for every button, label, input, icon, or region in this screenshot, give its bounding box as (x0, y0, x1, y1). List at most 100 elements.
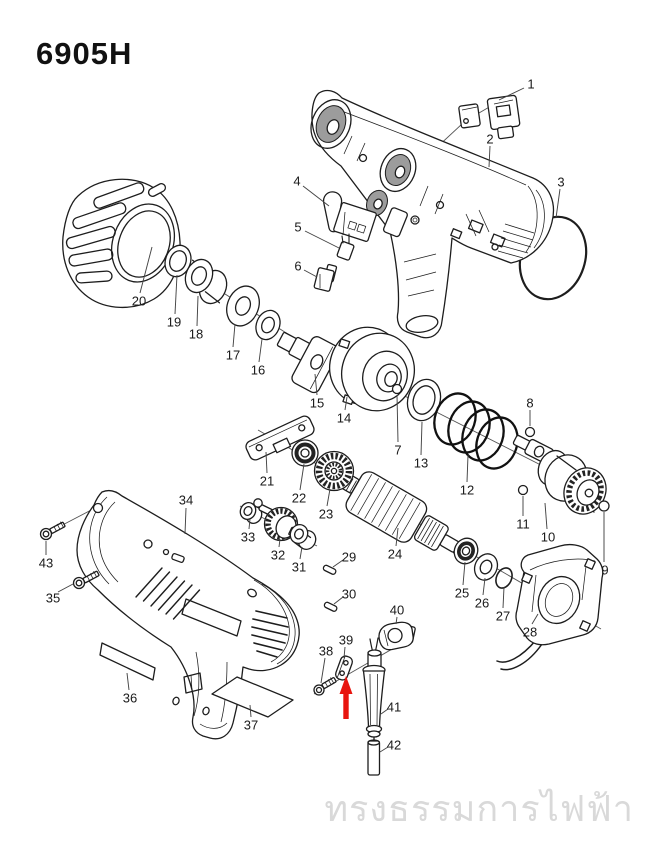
part-label-13: 13 (414, 456, 428, 471)
part-label-16: 16 (251, 363, 265, 378)
leader-line-part-2 (488, 145, 491, 168)
part-label-6: 6 (294, 259, 301, 274)
part-label-10: 10 (541, 530, 555, 545)
part-label-21: 21 (260, 474, 274, 489)
leader-line-part-6 (303, 269, 318, 278)
part-43-screw (39, 521, 66, 541)
part-40-cord-clamp (378, 621, 416, 651)
part-8-ball (524, 426, 536, 438)
part-label-27: 27 (496, 609, 510, 624)
part-label-11: 11 (516, 517, 530, 532)
part-39-clamp-plate (335, 655, 353, 681)
part-29-pin (322, 564, 337, 575)
leader-line-part-16 (258, 338, 263, 363)
part-20-cap (62, 178, 181, 309)
leader-line-part-20 (139, 246, 153, 294)
leader-line-part-29 (332, 559, 344, 568)
part-22-bearing (291, 439, 319, 467)
leader-line-part-21 (265, 451, 268, 474)
leader-line-part-18 (196, 295, 199, 327)
part-16-washer (255, 309, 281, 341)
part-4-switch (322, 191, 377, 242)
leader-line-part-38 (320, 657, 326, 684)
leader-line-part-5 (304, 230, 340, 249)
leader-line-part-19 (174, 274, 178, 315)
part-label-28: 28 (523, 625, 537, 640)
part-21-bracket (245, 415, 315, 461)
leader-line-part-22 (299, 463, 305, 491)
part-label-33: 33 (241, 530, 255, 545)
leader-line-part-39 (343, 646, 346, 659)
part-31-sleeve (289, 524, 317, 550)
part-15-anvil (276, 331, 340, 394)
part-23-fan-gear (313, 450, 355, 492)
part-10-spindle (512, 434, 607, 515)
part-label-18: 18 (189, 327, 203, 342)
part-label-5: 5 (294, 220, 301, 235)
leader-line-part-31 (299, 546, 303, 560)
leader-line-part-3 (555, 188, 561, 219)
part-label-8: 8 (526, 396, 533, 411)
part-18-spacer (184, 258, 228, 305)
leader-line-part-35 (57, 583, 74, 593)
part-11-ball (517, 484, 529, 496)
part-30-pin (323, 601, 338, 612)
part-label-37: 37 (244, 718, 258, 733)
highlight-arrow (339, 676, 353, 719)
leader-line-part-33 (248, 518, 251, 530)
leader-line-part-25 (462, 561, 466, 586)
part-7-ball (391, 383, 403, 395)
leader-line-part-30 (333, 596, 344, 605)
part-label-7: 7 (394, 443, 401, 458)
part-28-field-stator (496, 543, 604, 671)
part-label-41: 41 (387, 700, 401, 715)
part-2-housing (310, 89, 555, 339)
part-label-14: 14 (337, 411, 351, 426)
leader-line-part-17 (232, 323, 236, 348)
part-42-cord (367, 739, 381, 776)
part-label-38: 38 (319, 644, 333, 659)
leader-line-part-15 (314, 373, 318, 396)
part-label-19: 19 (167, 315, 181, 330)
part-5-terminal (336, 233, 355, 261)
part-32-gear (253, 498, 299, 542)
part-number-labels: 1234567891011121314151617181920212223242… (39, 77, 609, 753)
leader-line-part-12 (466, 454, 469, 483)
part-label-42: 42 (387, 738, 401, 753)
leader-line-part-34 (184, 507, 187, 535)
leader-line-part-36 (126, 672, 130, 691)
leader-line-part-41 (380, 708, 389, 715)
page-title: 6905H (36, 36, 133, 71)
leader-line-part-1 (498, 87, 525, 101)
leader-line-part-42 (379, 746, 389, 753)
part-label-1: 1 (527, 77, 534, 92)
part-6-block (313, 263, 338, 292)
part-12-spring (433, 392, 519, 470)
part-35-screw (72, 570, 100, 590)
part-label-12: 12 (460, 483, 474, 498)
part-label-40: 40 (390, 603, 404, 618)
leader-line-part-27 (502, 586, 505, 609)
part-label-30: 30 (342, 587, 356, 602)
part-13-washer (406, 378, 442, 422)
leader-line-part-24 (395, 527, 399, 547)
part-38-screw (313, 677, 337, 696)
leader-line-part-37 (249, 704, 252, 718)
part-26-washer (473, 553, 499, 581)
part-label-22: 22 (292, 491, 306, 506)
part-37-label-sheet (211, 676, 294, 718)
part-label-17: 17 (226, 348, 240, 363)
part-label-35: 35 (46, 591, 60, 606)
part-label-23: 23 (319, 507, 333, 522)
leader-line-part-10 (544, 502, 548, 530)
leader-line-part-23 (326, 488, 331, 507)
part-36-name-plate (99, 642, 156, 681)
leader-line-part-26 (482, 577, 486, 596)
part-label-3: 3 (557, 175, 564, 190)
leader-line-part-28 (531, 613, 539, 625)
part-label-25: 25 (455, 586, 469, 601)
part-label-29: 29 (342, 550, 356, 565)
leader-line-part-40 (395, 616, 398, 625)
